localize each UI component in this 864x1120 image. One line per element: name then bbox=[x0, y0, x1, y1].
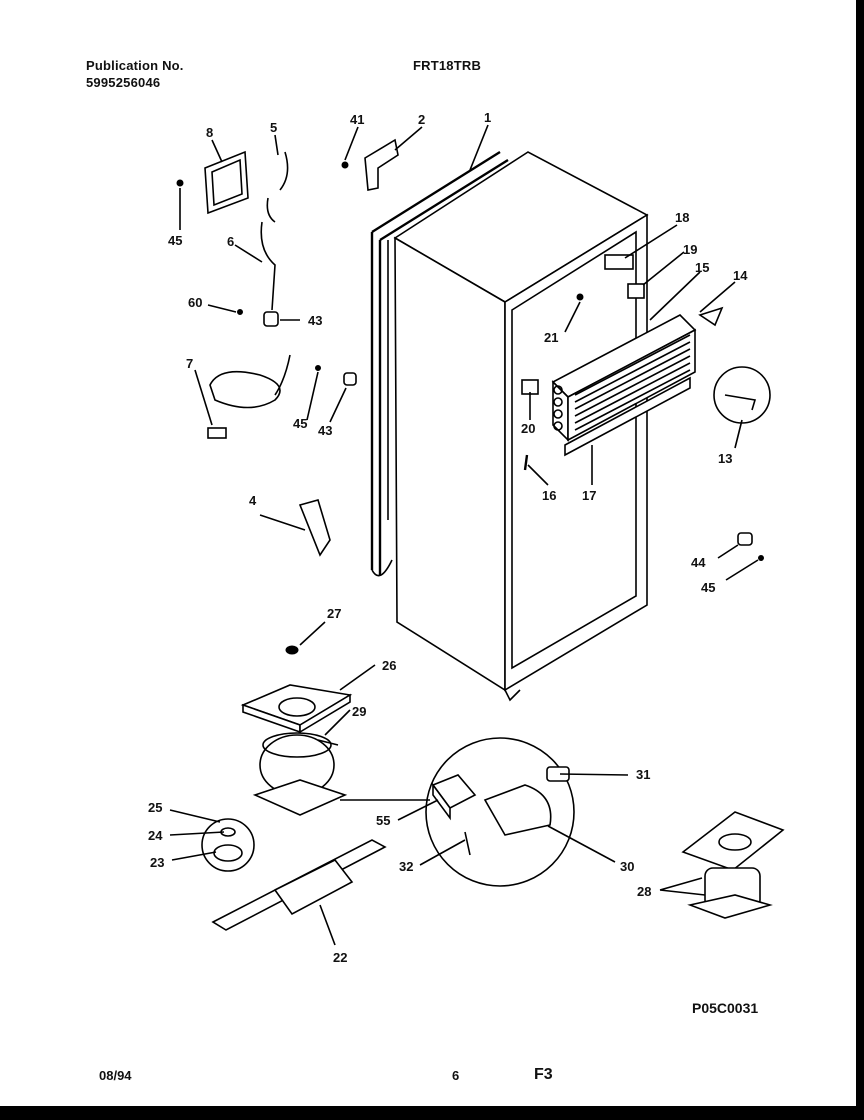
publication-label: Publication No. bbox=[86, 58, 184, 73]
callout-55: 55 bbox=[376, 813, 390, 828]
callout-16: 16 bbox=[542, 488, 556, 503]
callout-29: 29 bbox=[352, 704, 366, 719]
scan-edge-bottom bbox=[0, 1106, 864, 1120]
callout-45-b: 45 bbox=[293, 416, 307, 431]
callout-2: 2 bbox=[418, 112, 425, 127]
compressor-mount-view bbox=[681, 811, 785, 919]
callout-27: 27 bbox=[327, 606, 341, 621]
model-number: FRT18TRB bbox=[413, 58, 482, 73]
callout-15: 15 bbox=[695, 260, 709, 275]
callout-14: 14 bbox=[733, 268, 748, 283]
leader-lines bbox=[169, 124, 759, 946]
callout-43-a: 43 bbox=[308, 313, 322, 328]
callout-5: 5 bbox=[270, 120, 277, 135]
callout-6: 6 bbox=[227, 234, 234, 249]
callout-13: 13 bbox=[718, 451, 732, 466]
footer-page: 6 bbox=[452, 1068, 460, 1083]
callout-26: 26 bbox=[382, 658, 396, 673]
callout-31: 31 bbox=[636, 767, 650, 782]
callout-23: 23 bbox=[150, 855, 164, 870]
figure-code: P05C0031 bbox=[692, 1000, 758, 1016]
relay-detail-circle bbox=[425, 737, 575, 887]
callout-45-a: 45 bbox=[168, 233, 182, 248]
callout-8: 8 bbox=[206, 125, 213, 140]
footer-date: 08/94 bbox=[99, 1068, 132, 1083]
scan-edge-right bbox=[856, 0, 864, 1120]
callout-20: 20 bbox=[521, 421, 535, 436]
callout-44: 44 bbox=[691, 555, 706, 570]
callout-43-b: 43 bbox=[318, 423, 332, 438]
footer-section: F3 bbox=[534, 1066, 553, 1083]
callout-17: 17 bbox=[582, 488, 596, 503]
callout-25: 25 bbox=[148, 800, 162, 815]
callout-21: 21 bbox=[544, 330, 558, 345]
callout-18: 18 bbox=[675, 210, 689, 225]
callout-60: 60 bbox=[188, 295, 202, 310]
callout-19: 19 bbox=[683, 242, 697, 257]
publication-number: 5995256046 bbox=[86, 75, 161, 90]
callout-22: 22 bbox=[333, 950, 347, 965]
callout-32: 32 bbox=[399, 859, 413, 874]
callout-30: 30 bbox=[620, 859, 634, 874]
callout-45-c: 45 bbox=[701, 580, 715, 595]
callout-1: 1 bbox=[484, 110, 491, 125]
refrigerator-cabinet bbox=[370, 150, 649, 702]
condenser-coil bbox=[551, 314, 697, 457]
callout-41: 41 bbox=[350, 112, 364, 127]
callout-7: 7 bbox=[186, 356, 193, 371]
callout-24: 24 bbox=[148, 828, 163, 843]
callout-labels: 1 2 41 5 8 45 6 60 43 7 45 43 18 19 15 1… bbox=[148, 110, 758, 1016]
compressor-assembly bbox=[201, 645, 387, 931]
callout-4: 4 bbox=[249, 493, 257, 508]
callout-28: 28 bbox=[637, 884, 651, 899]
